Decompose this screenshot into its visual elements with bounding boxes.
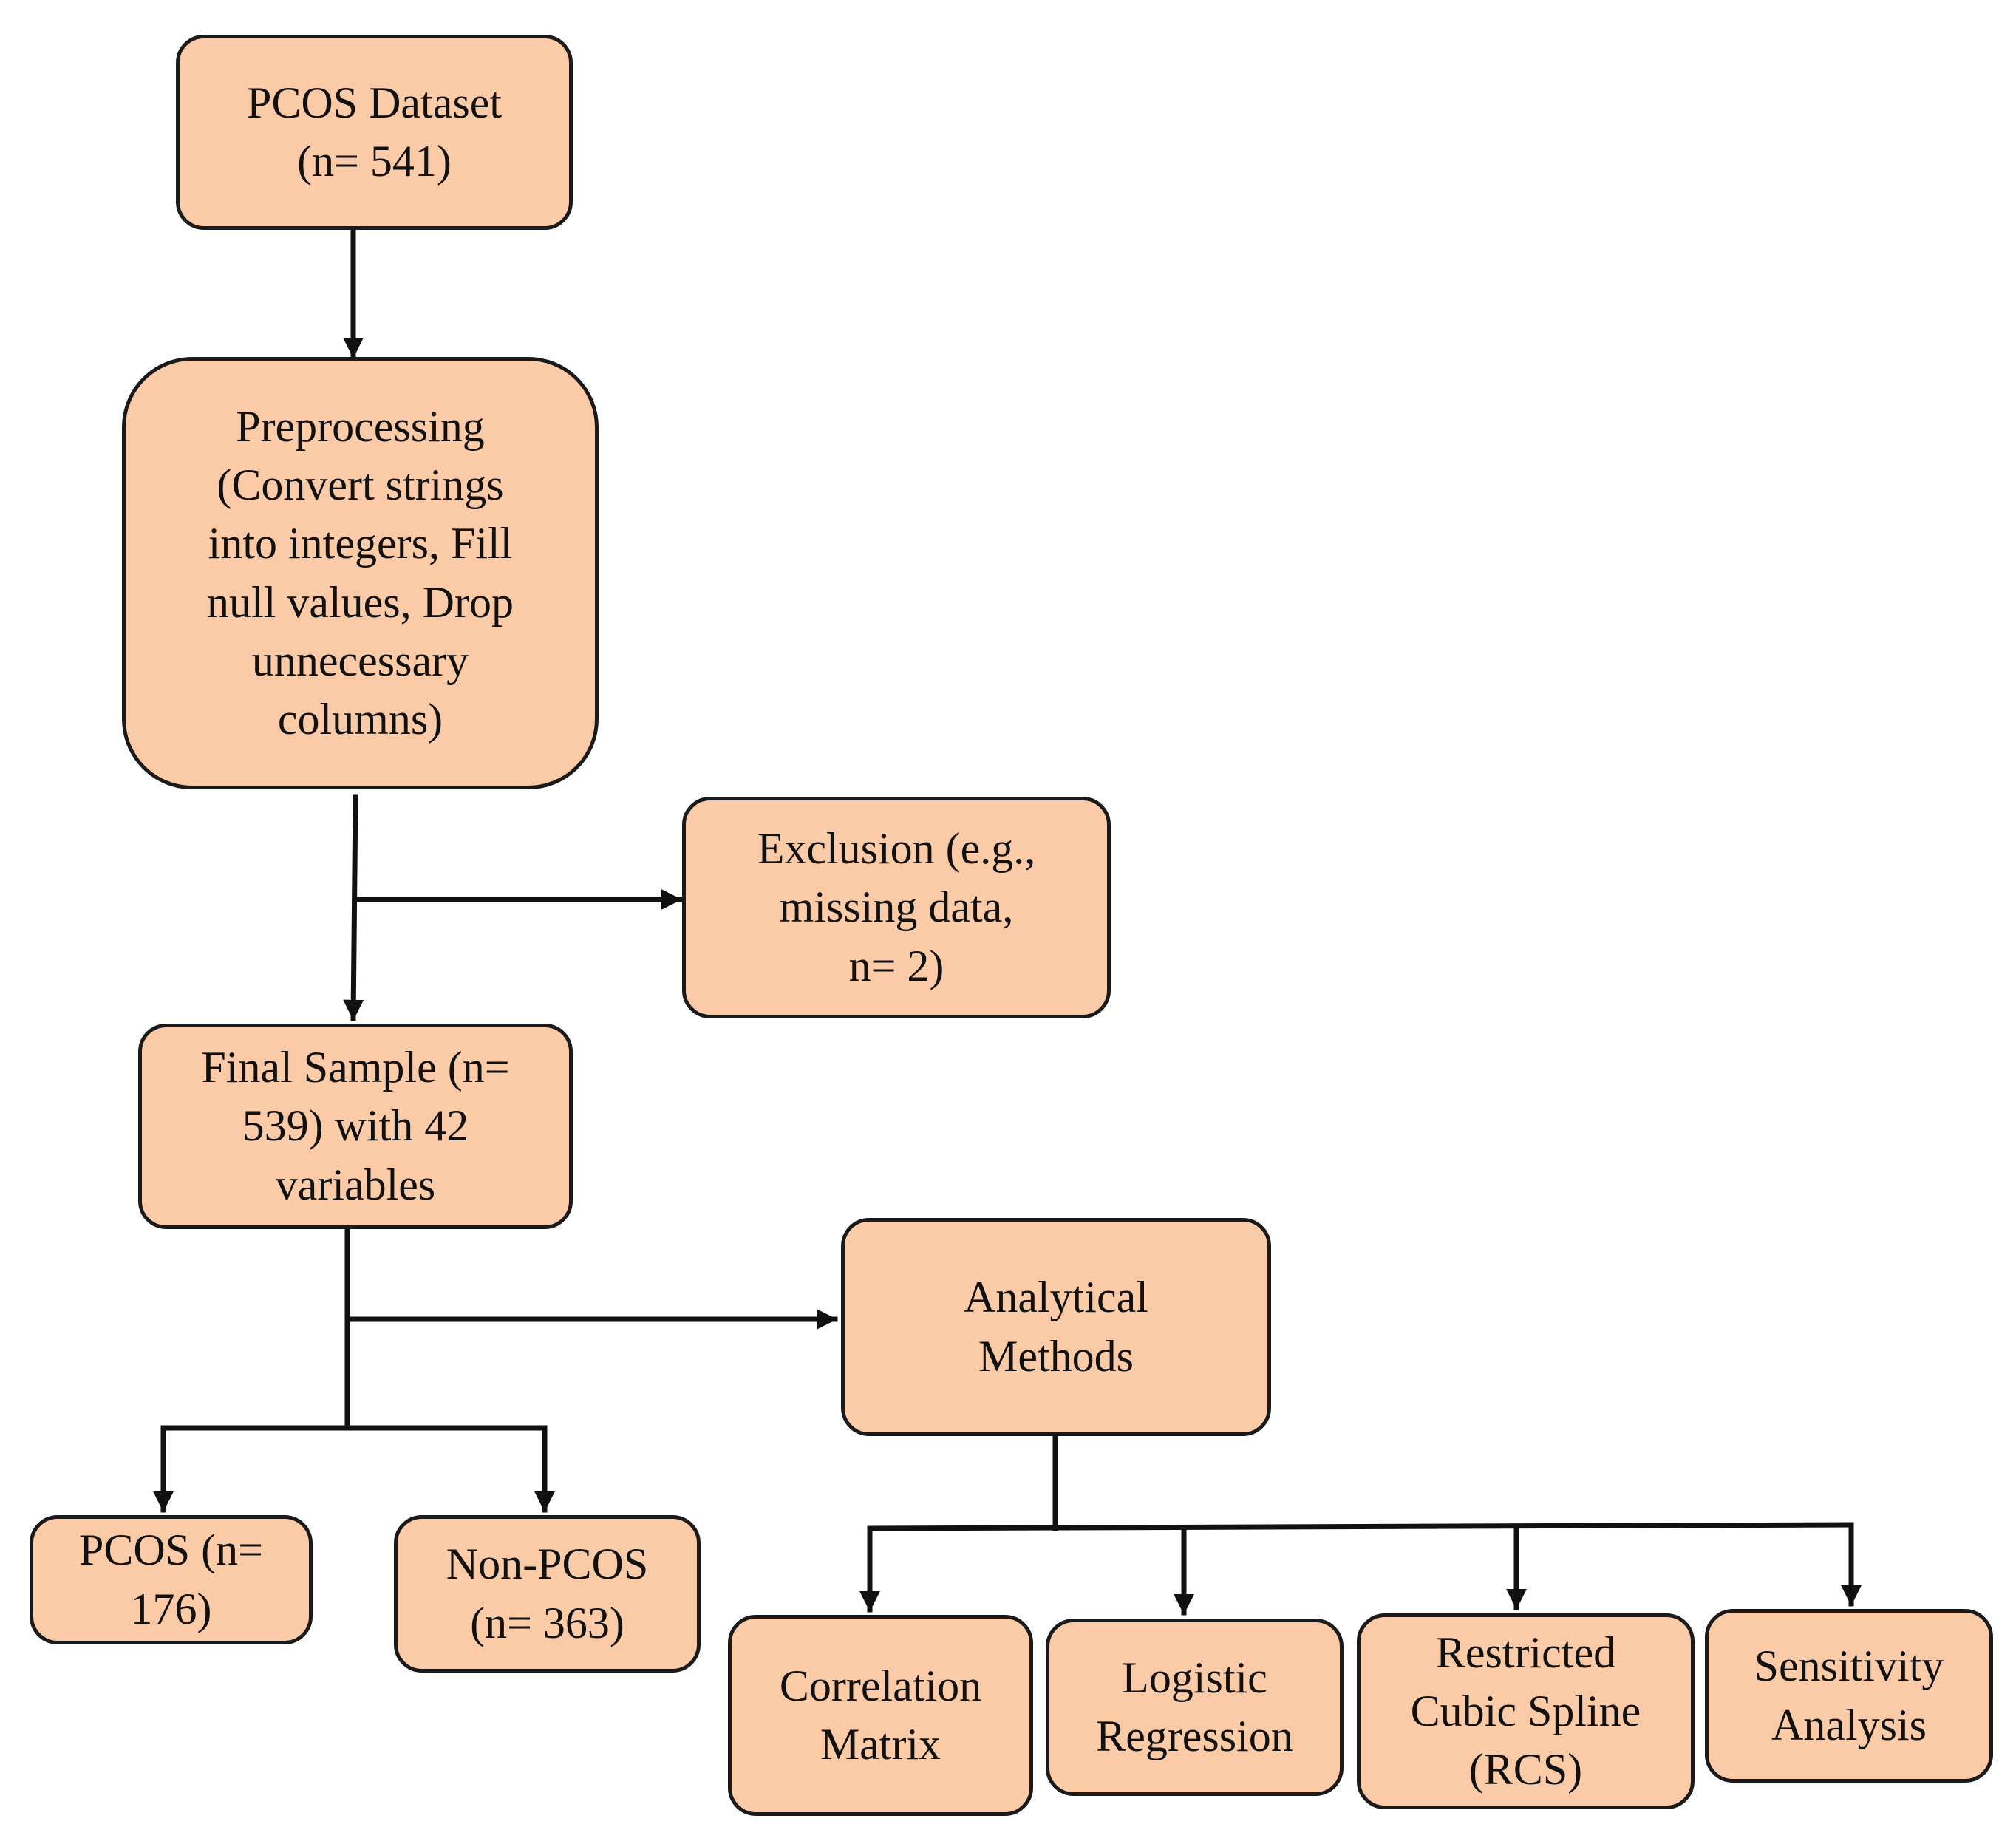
preprocessing-box: Preprocessing (Convert strings into inte…: [122, 357, 599, 789]
correlation-matrix-box: Correlation Matrix: [728, 1615, 1033, 1816]
rcs-box: Restricted Cubic Spline (RCS): [1357, 1613, 1695, 1809]
final-sample-box: Final Sample (n= 539) with 42 variables: [138, 1024, 573, 1229]
analytical-methods-box: Analytical Methods: [841, 1218, 1271, 1436]
non-pcos-box: Non-PCOS (n= 363): [394, 1515, 701, 1673]
line-methods-bar: [867, 1522, 1854, 1531]
arrow-preprocessing-to-final: [343, 794, 364, 1021]
logistic-regression-box: Logistic Regression: [1046, 1619, 1344, 1796]
sensitivity-analysis-box: Sensitivity Analysis: [1705, 1609, 1993, 1783]
dataset-box: PCOS Dataset (n= 541): [176, 35, 573, 230]
exclusion-box: Exclusion (e.g., missing data, n= 2): [682, 797, 1111, 1018]
pcos-box: PCOS (n= 176): [30, 1515, 313, 1644]
